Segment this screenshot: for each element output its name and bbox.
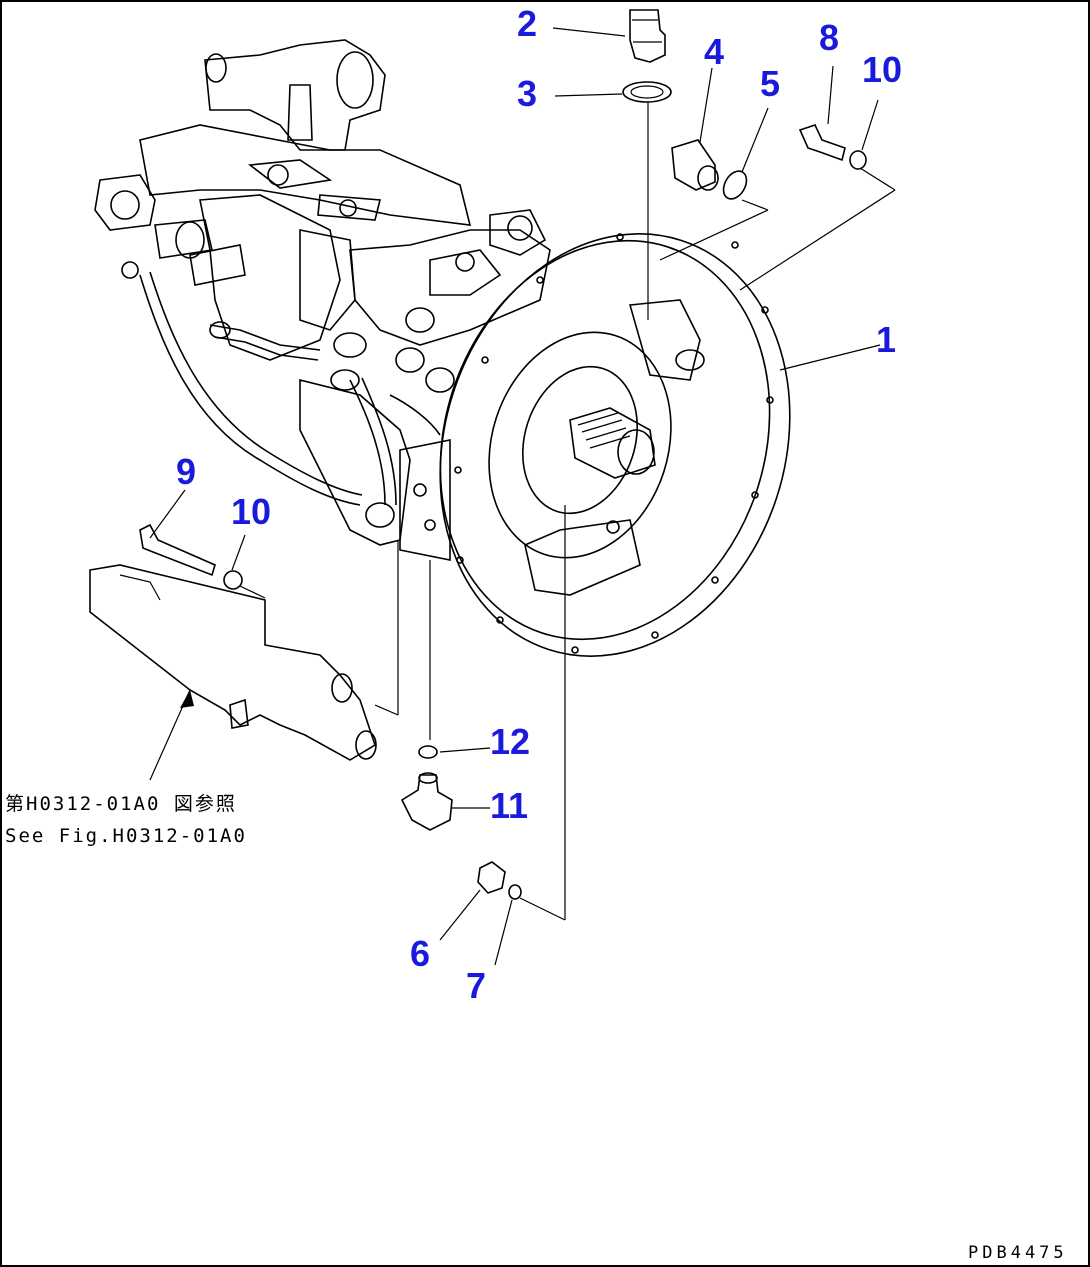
callout-4: 4 [704,31,724,72]
part-12-o-ring [418,745,438,759]
part-11-valve [400,772,453,831]
reference-english: See Fig.H0312-01A0 [5,825,247,847]
callout-9: 9 [176,451,196,492]
callout-5: 5 [760,63,780,104]
callout-1: 1 [876,319,896,360]
callout-8: 8 [819,17,839,58]
callout-7: 7 [466,965,486,1006]
part-10-washer-lower [223,570,243,590]
guard-plate-drawing [89,564,377,761]
drawing-id: PDB4475 [968,1243,1068,1263]
part-2-plug [629,9,666,63]
part-3-o-ring [622,81,672,103]
part-6-plug [477,861,506,894]
callout-2: 2 [517,3,537,44]
part-4-plug [671,139,719,191]
callout-11: 11 [490,785,528,826]
callout-12: 12 [490,721,530,762]
pump-assembly-drawing [94,39,551,561]
part-8-bolt [798,124,846,162]
callout-10-upper: 10 [862,49,902,90]
part-3-o-ring-inner [630,85,664,99]
callout-10-lower: 10 [231,491,271,532]
reference-japanese: 第H0312-01A0 図参照 [5,793,237,815]
callout-6: 6 [410,933,430,974]
part-5-o-ring [722,170,748,200]
callout-3: 3 [517,73,537,114]
pump-flange-drawing [439,233,791,657]
part-10-washer [849,150,867,170]
part-7-o-ring [508,884,522,900]
part-9-bolt [139,523,216,577]
leader-lines [149,27,896,966]
